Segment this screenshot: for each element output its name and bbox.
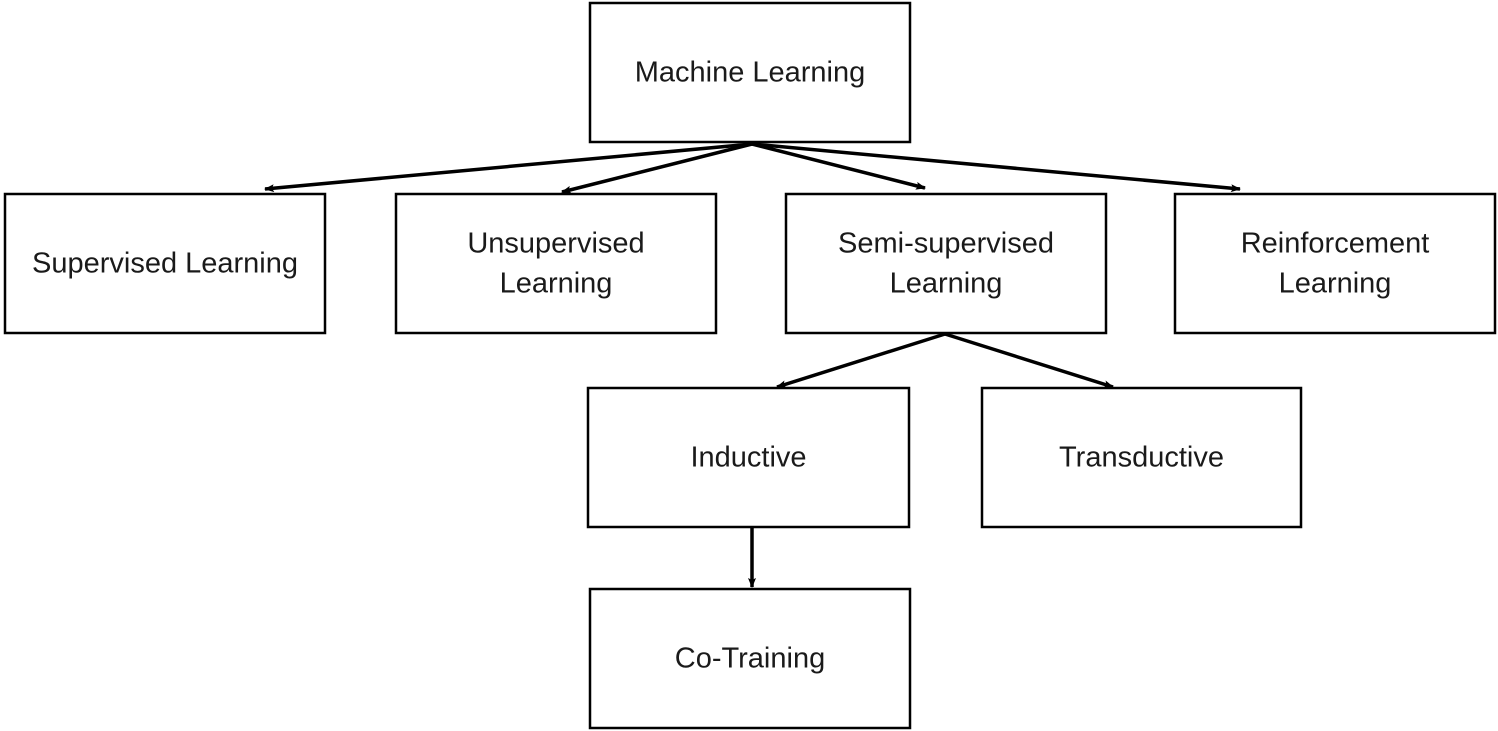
node-tra: Transductive bbox=[980, 386, 1303, 529]
node-label: Semi-supervised bbox=[838, 228, 1054, 260]
node-cot: Co-Training bbox=[588, 587, 912, 730]
node-box bbox=[588, 587, 912, 730]
edges-layer bbox=[264, 142, 1241, 588]
arrow-ssl-to-ind bbox=[776, 332, 946, 389]
node-box bbox=[784, 192, 1108, 335]
arrow-ssl-to-tra bbox=[944, 332, 1114, 389]
node-box bbox=[980, 386, 1303, 529]
node-ind: Inductive bbox=[586, 386, 911, 529]
node-label: Learning bbox=[890, 268, 1003, 300]
node-sl: Supervised Learning bbox=[3, 192, 327, 335]
node-ml: Machine Learning bbox=[588, 1, 912, 144]
node-box bbox=[1173, 192, 1497, 335]
node-label: Transductive bbox=[1059, 442, 1224, 474]
arrow-ml-to-ul bbox=[561, 142, 753, 194]
arrow-ml-to-rl bbox=[751, 142, 1241, 193]
node-label: Machine Learning bbox=[635, 57, 866, 89]
arrow-ml-to-sl bbox=[264, 142, 753, 193]
node-label: Supervised Learning bbox=[32, 248, 298, 280]
node-label: Unsupervised bbox=[467, 228, 644, 260]
arrow-ml-to-ssl bbox=[751, 142, 926, 190]
node-label: Learning bbox=[1279, 268, 1392, 300]
node-label: Reinforcement bbox=[1241, 228, 1430, 260]
node-box bbox=[3, 192, 327, 335]
node-box bbox=[394, 192, 718, 335]
node-box bbox=[586, 386, 911, 529]
node-label: Co-Training bbox=[675, 643, 825, 675]
node-label: Learning bbox=[500, 268, 613, 300]
node-box bbox=[588, 1, 912, 144]
node-label: Inductive bbox=[690, 442, 806, 474]
